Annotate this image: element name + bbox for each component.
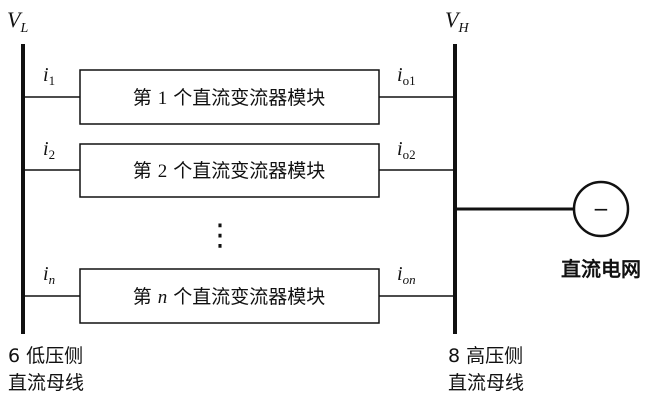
modules-ellipsis: ⋮ [205, 218, 235, 253]
low-bus-voltage-subscript: L [19, 21, 28, 36]
module-n-label-suffix: 个直流变流器模块 [167, 286, 325, 308]
module-2-output-subscript: o2 [403, 147, 416, 162]
module-1-input-subscript: 1 [49, 73, 56, 88]
converter-module-1: 第 1 个直流变流器模块 i1 io1 [23, 64, 455, 124]
module-1-label: 第 1 个直流变流器模块 [133, 87, 326, 109]
module-1-output-current: io1 [397, 64, 416, 88]
converter-module-n: 第 n 个直流变流器模块 in ion [23, 263, 455, 323]
low-bus-voltage-label: VL [7, 7, 28, 36]
module-1-input-current: i1 [43, 64, 55, 88]
module-n-input-current: in [43, 263, 55, 287]
module-n-label-prefix: 第 [133, 286, 158, 308]
high-bus-voltage-subscript: H [457, 21, 469, 36]
module-2-output-current: io2 [397, 138, 416, 162]
module-2-label: 第 2 个直流变流器模块 [133, 160, 326, 182]
module-2-label-suffix: 个直流变流器模块 [167, 160, 325, 182]
high-bus-voltage-label: VH [445, 7, 469, 36]
high-bus-label-line1: 8 高压侧 [448, 345, 523, 367]
module-n-label: 第 n 个直流变流器模块 [133, 286, 326, 308]
converter-module-2: 第 2 个直流变流器模块 i2 io2 [23, 138, 455, 197]
module-2-label-prefix: 第 [133, 160, 158, 182]
module-1-label-suffix: 个直流变流器模块 [167, 87, 325, 109]
module-n-output-current: ion [397, 263, 416, 287]
low-bus-label-line2: 直流母线 [8, 372, 84, 394]
module-2-input-subscript: 2 [49, 147, 56, 162]
dc-grid-label: 直流电网 [561, 257, 641, 281]
module-1-label-prefix: 第 [133, 87, 158, 109]
module-1-output-subscript: o1 [403, 73, 416, 88]
dc-source-minus-icon: − [593, 197, 610, 221]
module-2-input-current: i2 [43, 138, 55, 162]
low-bus-label-line1: 6 低压侧 [8, 345, 83, 367]
dc-grid: − 直流电网 [455, 182, 641, 281]
module-n-label-index: n [158, 287, 168, 308]
high-bus-label-line2: 直流母线 [448, 372, 524, 394]
module-2-label-index: 2 [158, 161, 168, 182]
module-1-label-index: 1 [158, 88, 168, 109]
high-voltage-bus: VH 8 高压侧 直流母线 [445, 7, 524, 394]
module-n-output-subscript: on [403, 272, 416, 287]
module-n-input-subscript: n [49, 272, 56, 287]
